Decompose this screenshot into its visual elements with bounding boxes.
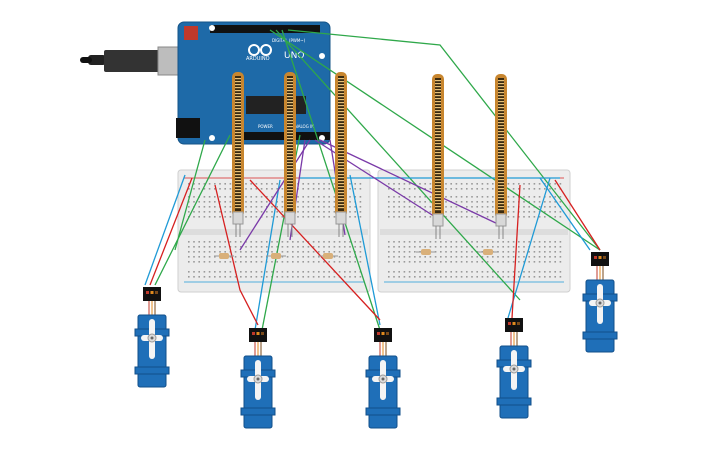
flex-sensor-1 [232, 72, 244, 237]
flex-sensor-2 [284, 72, 296, 237]
flex-sensor-5 [495, 74, 507, 239]
power-label: POWER [258, 124, 273, 129]
flex-sensor-3 [335, 72, 347, 237]
servo-2 [240, 328, 276, 429]
resistors [214, 249, 498, 259]
wires [144, 29, 601, 331]
resistor-5 [478, 249, 498, 255]
wire-green-7 [174, 139, 206, 251]
wire-blue-3 [507, 177, 551, 319]
arduino-logo [248, 44, 272, 56]
digital-header [210, 25, 320, 33]
wire-blue-1 [144, 174, 186, 286]
wire-green-3 [281, 29, 381, 331]
wire-green-2 [275, 29, 521, 301]
resistor-1 [214, 253, 234, 259]
flex-sensor-4 [432, 74, 444, 239]
breadboard-left [177, 169, 371, 293]
usb-cable [80, 46, 195, 76]
wire-purple-3 [319, 139, 501, 226]
resistor-3 [318, 253, 338, 259]
resistor-4 [416, 249, 436, 255]
wire-red-3 [554, 179, 601, 251]
breadboard-right [377, 169, 571, 293]
arduino-uno-board: ARDUINO UNO DIGITAL (PWM~) POWER ANALOG … [176, 21, 331, 145]
resistor-2 [266, 253, 286, 259]
model-label: UNO [284, 51, 304, 61]
wire-red-2 [249, 179, 381, 321]
digital-label: DIGITAL (PWM~) [272, 38, 306, 43]
wire-red-1 [149, 177, 193, 286]
servo-4 [496, 318, 532, 419]
wire-purple-1 [239, 139, 311, 251]
servo-1 [134, 287, 170, 388]
wire-blue-6 [254, 179, 281, 331]
wire-green-4 [287, 29, 601, 251]
reset-button [184, 26, 198, 40]
servo-5 [582, 252, 618, 353]
flex-sensors [232, 72, 507, 239]
wire-red-5 [214, 184, 259, 326]
analog-label: ANALOG IN [292, 124, 314, 129]
servo-3 [365, 328, 401, 429]
servos [134, 252, 618, 429]
atmega-chip [246, 96, 306, 114]
power-jack [176, 118, 200, 138]
wire-blue-4 [539, 177, 591, 251]
wire-green-5 [154, 134, 231, 286]
brand-label: ARDUINO [246, 56, 270, 62]
wire-blue-2 [349, 174, 381, 326]
wire-red-4 [511, 184, 521, 319]
